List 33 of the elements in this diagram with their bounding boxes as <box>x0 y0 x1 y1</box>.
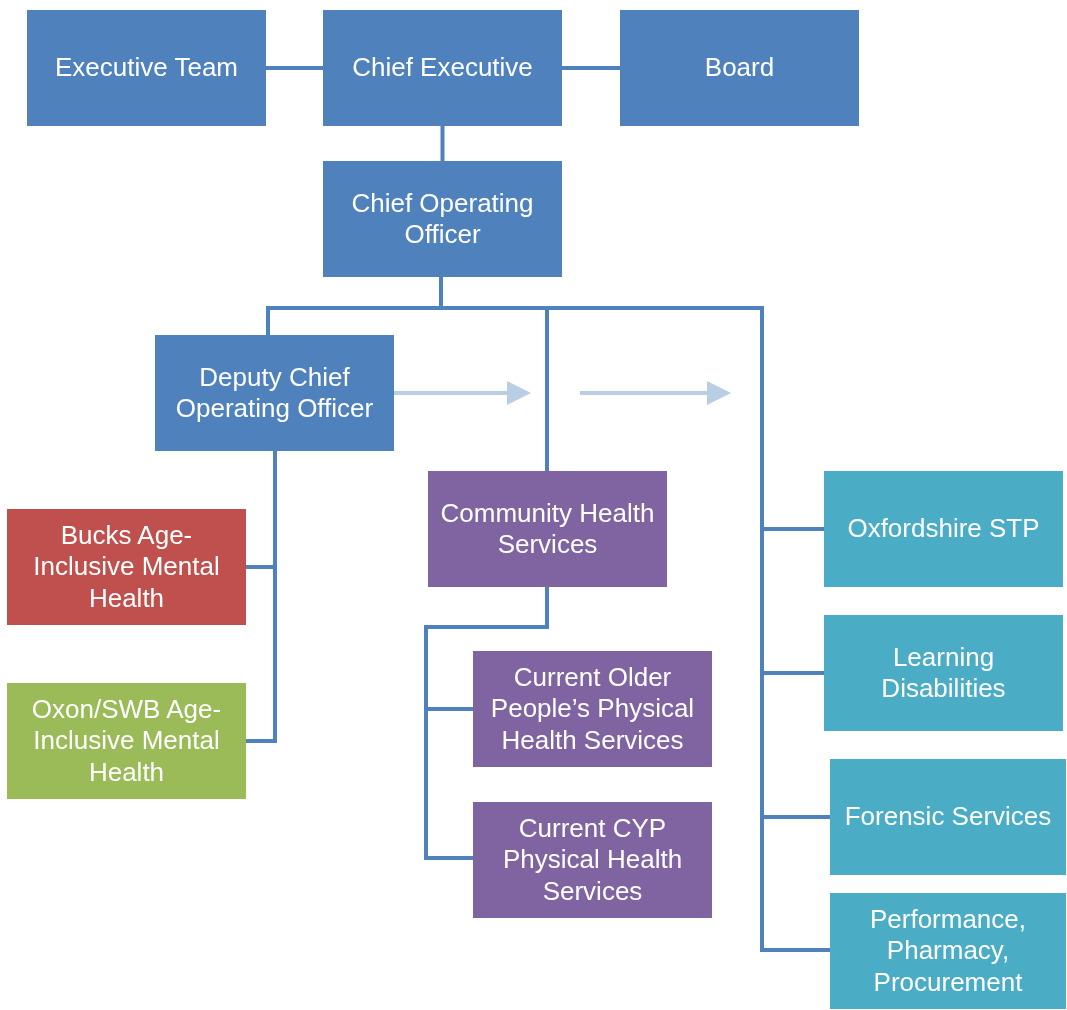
box-label: Current Older People’s Physical Health Services <box>489 662 696 756</box>
org-box <box>323 161 562 277</box>
box-label: Current CYP Physical Health Services <box>501 813 684 907</box>
box-label: Executive Team <box>54 52 239 84</box>
connector-line <box>440 126 445 161</box>
connector-line <box>424 587 549 860</box>
org-box <box>323 10 562 126</box>
org-box <box>473 651 712 767</box>
box-label: Forensic Services <box>844 801 1052 833</box>
org-box <box>824 471 1063 587</box>
box-label: Bucks Age-Inclusive Mental Health <box>32 520 221 614</box>
box-label: Community Health Services <box>439 497 656 561</box>
org-box <box>155 335 394 451</box>
box-label: Deputy Chief Operating Officer <box>174 361 375 425</box>
org-box <box>620 10 859 126</box>
org-box <box>7 509 246 625</box>
org-box <box>7 683 246 799</box>
connector-line <box>562 66 620 70</box>
box-label: Learning Disabilities <box>880 641 1007 705</box>
box-label: Performance, Pharmacy, Procurement <box>868 904 1028 998</box>
org-box <box>830 893 1066 1009</box>
arrow <box>394 381 531 405</box>
org-box <box>473 802 712 918</box>
box-label: Chief Operating Officer <box>350 187 535 251</box>
box-label: Oxfordshire STP <box>847 513 1040 545</box>
org-box <box>27 10 266 126</box>
org-box <box>428 471 667 587</box>
connector-line <box>266 66 323 70</box>
org-box <box>830 759 1066 875</box>
box-label: Oxon/SWB Age-Inclusive Mental Health <box>30 694 223 788</box>
org-box <box>824 615 1063 731</box>
box-label: Board <box>704 52 775 84</box>
box-label: Chief Executive <box>352 52 533 84</box>
